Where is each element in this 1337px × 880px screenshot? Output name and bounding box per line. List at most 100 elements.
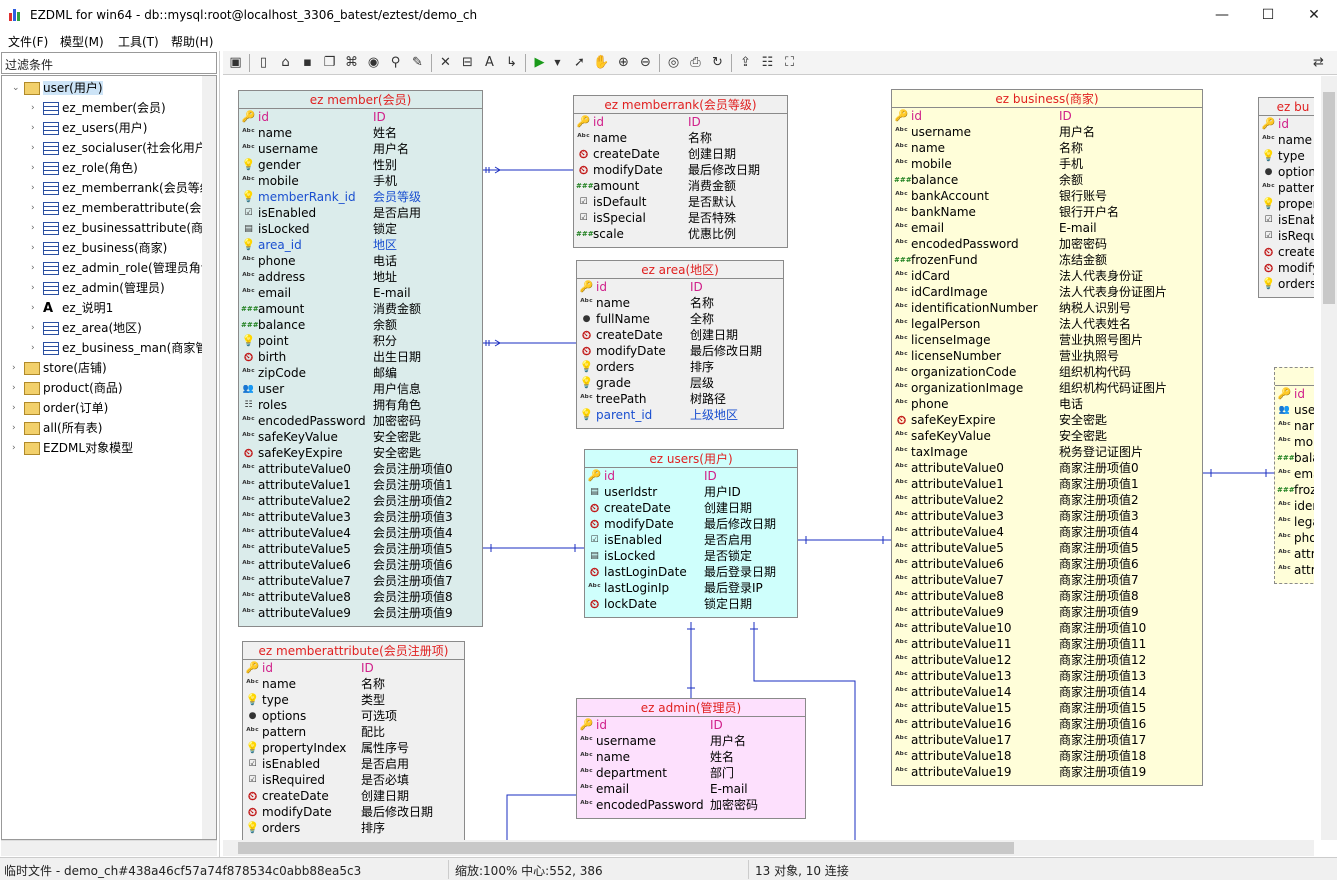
pan-icon[interactable]: ✋ [593, 55, 610, 70]
filter-input[interactable]: 过滤条件 [1, 52, 217, 74]
entity-field-row[interactable]: 👥user [1275, 402, 1314, 418]
panel-toggle-icon[interactable]: ▣ [229, 55, 242, 70]
add-link-icon[interactable]: ↳ [506, 55, 517, 70]
export-icon[interactable]: ⇪ [740, 55, 751, 70]
entity-field-row[interactable]: ᴬᵇᶜider [1275, 498, 1314, 514]
collapsed-chevron-icon[interactable]: › [31, 263, 35, 273]
tree-node-table[interactable]: ›ez_admin(管理员) [31, 278, 165, 298]
menu-model[interactable]: 模型(M) [60, 35, 104, 49]
properties-icon[interactable]: ☷ [761, 55, 774, 70]
entity-field-row[interactable]: ###froz [1275, 482, 1314, 498]
entity-table[interactable]: ez bu🔑idᴬᵇᶜname💡type●optionᴬᵇᶜpattern💡pr… [1258, 97, 1314, 298]
tree-node-folder[interactable]: ›all(所有表) [12, 418, 102, 438]
collapsed-chevron-icon[interactable]: › [31, 343, 35, 353]
collapsed-chevron-icon[interactable]: › [12, 363, 16, 373]
collapsed-chevron-icon[interactable]: › [12, 423, 16, 433]
tree-node-table[interactable]: ›ez_business_man(商家管 [31, 338, 207, 358]
entity-field-row[interactable]: 💡proper [1259, 196, 1314, 212]
expanded-chevron-icon[interactable]: ⌄ [12, 83, 20, 93]
collapsed-chevron-icon[interactable]: › [31, 123, 35, 133]
entity-field-row[interactable]: 🔑id [1259, 116, 1314, 132]
entity-field-row[interactable]: 💡orders [1259, 276, 1314, 292]
canvas-horizontal-scrollbar[interactable] [223, 840, 1314, 856]
edit-icon[interactable]: ✎ [412, 55, 423, 70]
collapsed-chevron-icon[interactable]: › [31, 303, 35, 313]
collapsed-chevron-icon[interactable]: › [31, 283, 35, 293]
entity-field-row[interactable]: ●option [1259, 164, 1314, 180]
tree-node-folder[interactable]: ›EZDML对象模型 [12, 438, 133, 458]
pointer-icon[interactable]: ➚ [574, 55, 585, 70]
tree-node-table[interactable]: ›ez_businessattribute(商家 [31, 218, 215, 238]
menu-tools[interactable]: 工具(T) [118, 35, 159, 49]
tree-node-folder[interactable]: ›store(店铺) [12, 358, 107, 378]
tree-node-table[interactable]: ›ez_business(商家) [31, 238, 167, 258]
tree-node-table[interactable]: ›ez_role(角色) [31, 158, 138, 178]
add-table-icon[interactable]: ⊟ [462, 55, 473, 70]
model-tree[interactable]: ⌄user(用户)›ez_member(会员)›ez_users(用户)›ez_… [1, 75, 217, 840]
collapsed-chevron-icon[interactable]: › [31, 223, 35, 233]
tree-vertical-scrollbar[interactable] [202, 76, 216, 839]
print-icon[interactable]: ⎙ [690, 55, 701, 70]
collapsed-chevron-icon[interactable]: › [12, 403, 16, 413]
layout-icon[interactable]: ⌘ [345, 55, 358, 70]
delete-icon[interactable]: ✕ [440, 55, 451, 70]
tree-node-table[interactable]: ›ez_admin_role(管理员角色 [31, 258, 213, 278]
zoom-in-icon[interactable]: ⊕ [618, 55, 629, 70]
